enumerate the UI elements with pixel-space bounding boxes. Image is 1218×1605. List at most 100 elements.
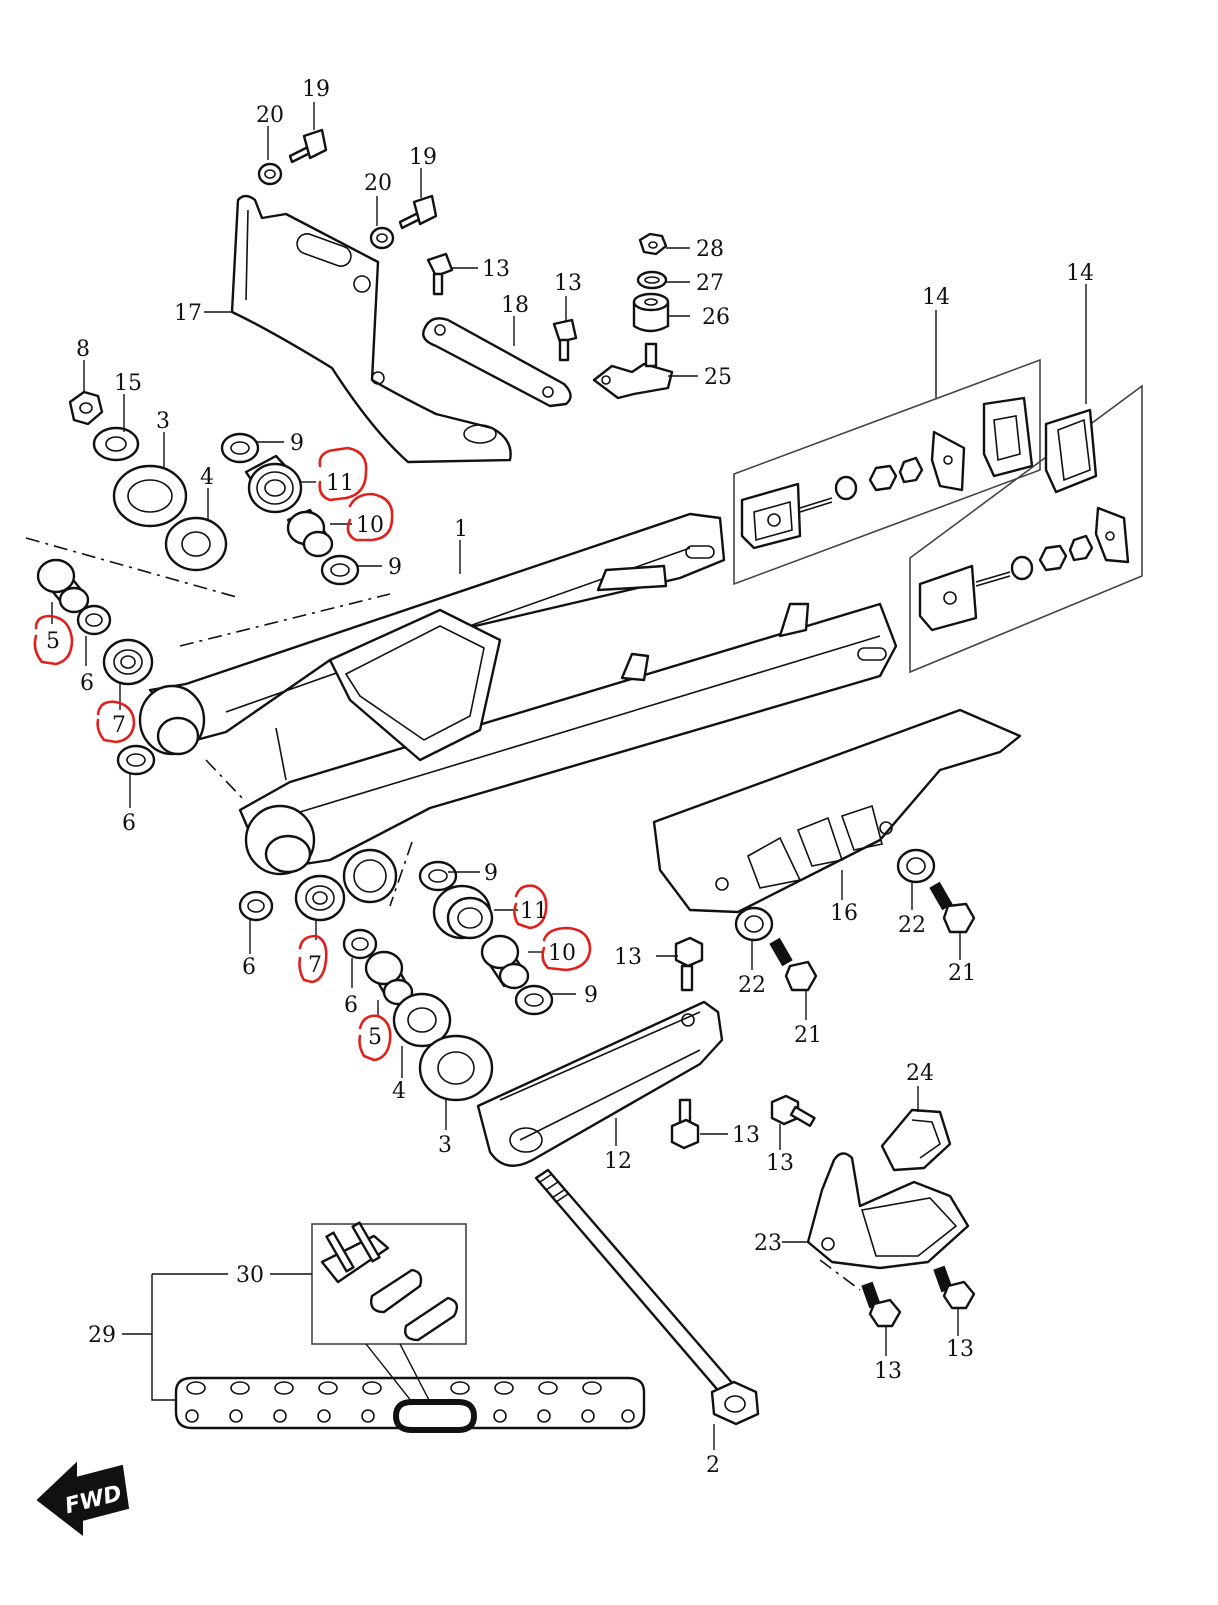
drive-chain-29 xyxy=(174,1376,646,1433)
highlight-5-lower xyxy=(358,1014,392,1062)
highlight-7-lower xyxy=(298,934,328,984)
callout-18: 18 xyxy=(501,293,529,318)
chain-guard-17 xyxy=(230,194,512,464)
bolt-19-lower xyxy=(398,194,438,230)
seal-3-upper xyxy=(112,464,188,528)
callout-13: 13 xyxy=(732,1123,760,1148)
callout-25: 25 xyxy=(704,365,732,390)
callout-4: 4 xyxy=(200,465,214,490)
callout-24: 24 xyxy=(906,1061,934,1086)
callout-6: 6 xyxy=(344,993,358,1018)
bolt-21-right xyxy=(929,881,976,934)
callout-10: 10 xyxy=(548,941,576,966)
bolt-13-mid xyxy=(552,318,578,362)
callout-21: 21 xyxy=(794,1023,822,1048)
washer-9-c xyxy=(418,860,458,892)
highlight-7-upper xyxy=(96,700,136,744)
washer-6-c xyxy=(238,890,274,922)
red-highlight-marks xyxy=(33,446,592,1062)
callout-17: 17 xyxy=(174,301,202,326)
bolt-13-upper xyxy=(426,252,454,296)
callout-9: 9 xyxy=(290,431,304,456)
callout-20: 20 xyxy=(256,103,284,128)
washer-15 xyxy=(92,426,140,462)
bearing-7-lower xyxy=(294,874,346,922)
bushing-10-lower xyxy=(480,934,530,990)
callout-13: 13 xyxy=(482,257,510,282)
nut-8 xyxy=(68,390,104,426)
callout-9: 9 xyxy=(584,983,598,1008)
seal-3-lower xyxy=(418,1034,494,1102)
bolt-13-slider-bottom xyxy=(670,1098,700,1150)
washer-20-upper xyxy=(257,162,283,186)
leader-lines xyxy=(51,102,1087,1450)
callout-13: 13 xyxy=(614,945,642,970)
highlight-11-lower xyxy=(513,884,548,930)
callout-23: 23 xyxy=(754,1231,782,1256)
guide-24 xyxy=(880,1108,952,1172)
bushing-10-upper xyxy=(286,508,334,558)
washer-27 xyxy=(636,270,668,290)
bracket-18 xyxy=(422,317,572,408)
centerline-lower xyxy=(389,841,413,907)
bushing-5-upper xyxy=(36,558,90,614)
washer-6-a xyxy=(76,604,112,636)
callout-3: 3 xyxy=(438,1133,452,1158)
callout-19: 19 xyxy=(409,145,437,170)
callout-26: 26 xyxy=(702,305,730,330)
roller-bracket-25 xyxy=(592,342,674,400)
washer-9-b xyxy=(320,554,360,586)
callout-11: 11 xyxy=(520,899,548,924)
bolt-19-upper xyxy=(288,128,328,164)
chain-guide-16 xyxy=(652,708,1022,914)
callout-9: 9 xyxy=(388,555,402,580)
chain-slider-12 xyxy=(476,1000,724,1167)
callout-28: 28 xyxy=(696,237,724,262)
callout-7: 7 xyxy=(112,713,126,738)
callout-6: 6 xyxy=(80,671,94,696)
callout-21: 21 xyxy=(948,961,976,986)
callout-5: 5 xyxy=(46,629,60,654)
washer-6-b xyxy=(116,744,156,776)
highlight-5-upper xyxy=(33,614,74,666)
callout-13: 13 xyxy=(874,1359,902,1384)
washer-6-d xyxy=(342,928,378,960)
bolt-13-bracket-top xyxy=(770,1094,816,1128)
callout-29: 29 xyxy=(88,1323,116,1348)
callout-14: 14 xyxy=(1066,261,1094,286)
callout-4: 4 xyxy=(392,1079,406,1104)
centerline-slider xyxy=(819,1259,861,1291)
axle-2 xyxy=(534,1168,760,1426)
callout-3: 3 xyxy=(156,409,170,434)
callout-6: 6 xyxy=(122,811,136,836)
bolt-13-bracket-left xyxy=(861,1281,902,1328)
centerline-upper-2 xyxy=(179,593,391,647)
bolt-13-bracket-right xyxy=(933,1265,976,1310)
callout-5: 5 xyxy=(368,1025,382,1050)
chain-adjuster-box-14-lower xyxy=(909,384,1143,674)
highlight-11-upper xyxy=(318,446,368,502)
chain-adjuster-box-14-upper xyxy=(733,358,1041,586)
centerline-upper xyxy=(25,537,241,599)
callout-8: 8 xyxy=(76,337,90,362)
callout-19: 19 xyxy=(302,77,330,102)
callout-22: 22 xyxy=(738,973,766,998)
highlight-10-upper xyxy=(346,492,394,542)
centerline-pivot xyxy=(205,759,245,801)
highlight-10-lower xyxy=(541,926,592,972)
callout-2: 2 xyxy=(706,1453,720,1478)
callout-13: 13 xyxy=(554,271,582,296)
bearing-11-lower xyxy=(432,884,494,940)
callout-27: 27 xyxy=(696,271,724,296)
callout-9: 9 xyxy=(484,861,498,886)
guide-bracket-23 xyxy=(806,1152,970,1270)
washer-4-upper xyxy=(164,516,228,572)
callout-12: 12 xyxy=(604,1149,632,1174)
washer-9-d xyxy=(514,984,554,1016)
callout-1: 1 xyxy=(454,517,468,542)
washer-9-a xyxy=(220,432,260,464)
callout-13: 13 xyxy=(766,1151,794,1176)
callout-30: 30 xyxy=(236,1263,264,1288)
washer-4-lower xyxy=(392,992,452,1048)
